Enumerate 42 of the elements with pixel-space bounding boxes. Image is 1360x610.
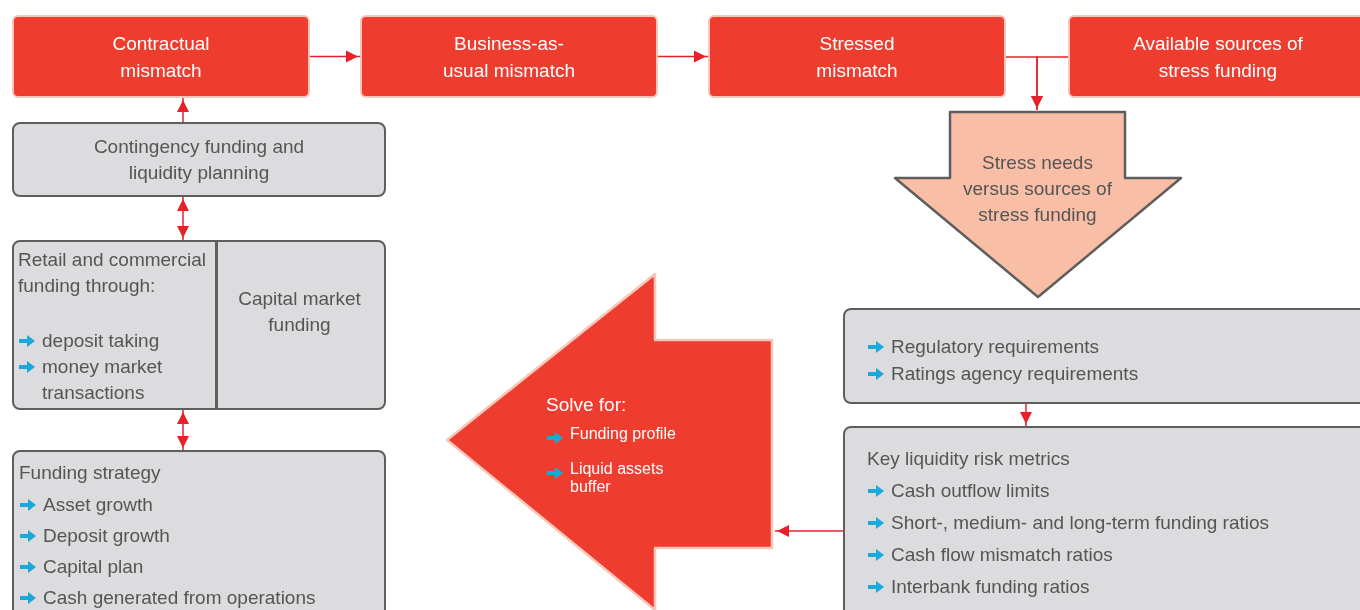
bullet-text: Ratings agency requirements [891, 362, 1139, 386]
process-box [1068, 15, 1360, 98]
bullet-text: Asset growth [43, 493, 153, 517]
info-box [12, 240, 386, 410]
info-box [843, 308, 1360, 404]
box-label: Contractual mismatch [111, 31, 211, 83]
box-label: Stress needs versus sources of stress funding [962, 151, 1113, 227]
heading: Key liquidity risk metrics [867, 447, 1071, 471]
arrow [177, 97, 189, 123]
arrow [177, 196, 189, 241]
box-label: Business-as-usual mismatch [442, 31, 576, 83]
bullet-text: Cash generated from operations [43, 586, 316, 610]
bullet-text: Capital plan [43, 555, 144, 579]
arrow [1031, 56, 1069, 111]
process-box [12, 15, 310, 98]
info-box [12, 122, 386, 197]
bullet-text: Short-, medium- and long-term funding ratios [891, 511, 1270, 535]
arrow [657, 50, 709, 63]
box-label: Stressed mismatch [815, 31, 899, 83]
box-label: Capital market funding [237, 287, 362, 337]
info-box [12, 450, 386, 610]
arrow [774, 525, 844, 537]
heading: Solve for: [546, 393, 628, 417]
box-label: Available sources of stress funding [1132, 31, 1304, 83]
bullet-text: deposit taking [42, 329, 160, 353]
heading: Funding strategy [19, 461, 162, 485]
bullet-text: Cash outflow limits [891, 479, 1050, 503]
process-box [708, 15, 1006, 98]
box-label: Contingency funding and liquidity planning [92, 135, 306, 185]
bullet-text: Funding profile [570, 425, 676, 443]
bullet-text: money market transactions [42, 355, 164, 405]
arrow [1020, 403, 1032, 427]
heading: Retail and commercial funding through: [18, 248, 207, 298]
info-box [843, 426, 1360, 610]
bullet-text: Cash flow mismatch ratios [891, 543, 1113, 567]
arrow [177, 409, 189, 451]
process-box [360, 15, 658, 98]
arrow [309, 50, 361, 63]
bullet-text: Deposit growth [43, 524, 170, 548]
bullet-text: Liquid assets buffer [570, 460, 665, 496]
bullet-text: Interbank funding ratios [891, 575, 1090, 599]
bullet-text: Regulatory requirements [891, 335, 1100, 359]
